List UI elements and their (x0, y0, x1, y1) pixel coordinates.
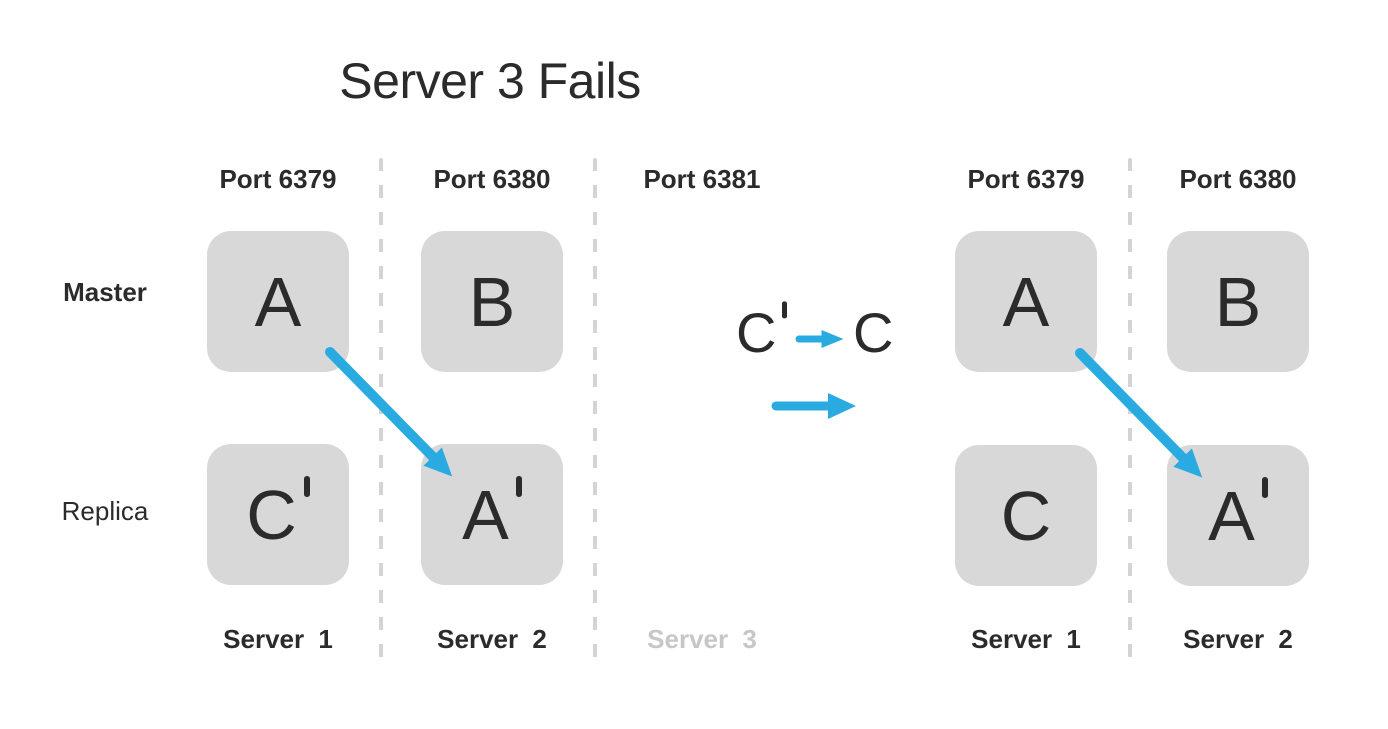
node-letter: A (1002, 262, 1050, 341)
before-port-label-2: Port 6380 (433, 164, 551, 194)
before-server-label-1: Server 1 (223, 624, 333, 654)
before-port-label-3: Port 6381 (643, 164, 761, 194)
node-letter: A (254, 262, 302, 341)
after-server-label-1: Server 1 (971, 624, 1081, 654)
column-divider (593, 158, 597, 660)
transition-from-letter: C (736, 301, 787, 361)
diagram-title: Server 3 Fails (339, 53, 641, 109)
prime-mark (515, 475, 522, 497)
after-master-node-a: A (955, 231, 1097, 372)
column-divider (1128, 158, 1132, 660)
before-master-node-b: B (421, 231, 563, 372)
node-letter: A (462, 475, 522, 550)
replica-row-label: Replica (61, 496, 149, 526)
before-replica-node-a-prime: A (421, 444, 563, 585)
after-port-label-1: Port 6379 (967, 164, 1085, 194)
prime-mark (1261, 476, 1268, 498)
transition-to-letter: C (853, 301, 894, 364)
prime-mark (782, 301, 787, 319)
after-port-label-2: Port 6380 (1179, 164, 1297, 194)
after-replica-node-a-prime: A (1167, 445, 1309, 586)
prime-mark (303, 475, 310, 497)
after-replica-node-c: C (955, 445, 1097, 586)
master-row-label: Master (63, 277, 147, 307)
node-letter: A (1208, 476, 1268, 551)
node-letter: B (468, 262, 516, 341)
before-port-label-1: Port 6379 (219, 164, 337, 194)
before-server-label-2: Server 2 (437, 624, 547, 654)
node-letter: C (246, 475, 310, 550)
after-promotion-arrow (1075, 348, 1203, 478)
after-master-node-b: B (1167, 231, 1309, 372)
before-server-label-3-failed: Server 3 (647, 624, 757, 654)
before-master-node-a: A (207, 231, 349, 372)
after-server-label-2: Server 2 (1183, 624, 1293, 654)
column-divider (379, 158, 383, 660)
node-letter: C (1000, 476, 1052, 555)
node-letter: B (1214, 262, 1262, 341)
before-replica-node-c-prime: C (207, 444, 349, 585)
